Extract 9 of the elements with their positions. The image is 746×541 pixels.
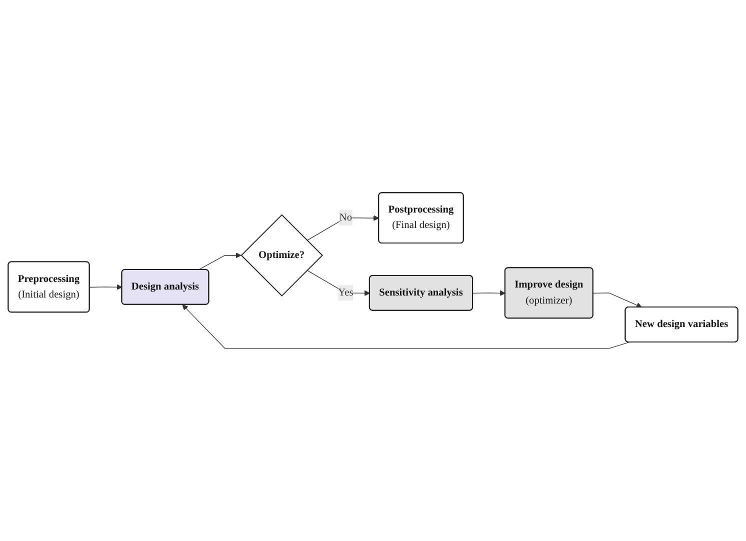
edge-label: No [339, 212, 352, 224]
arrow [89, 284, 122, 290]
arrow [306, 215, 380, 241]
arrow [472, 290, 506, 296]
arrow [592, 292, 642, 308]
edge-label: Yes [338, 287, 354, 298]
arrow [198, 252, 242, 270]
node-diamond: Optimize? [240, 214, 324, 297]
arrow [182, 304, 630, 349]
